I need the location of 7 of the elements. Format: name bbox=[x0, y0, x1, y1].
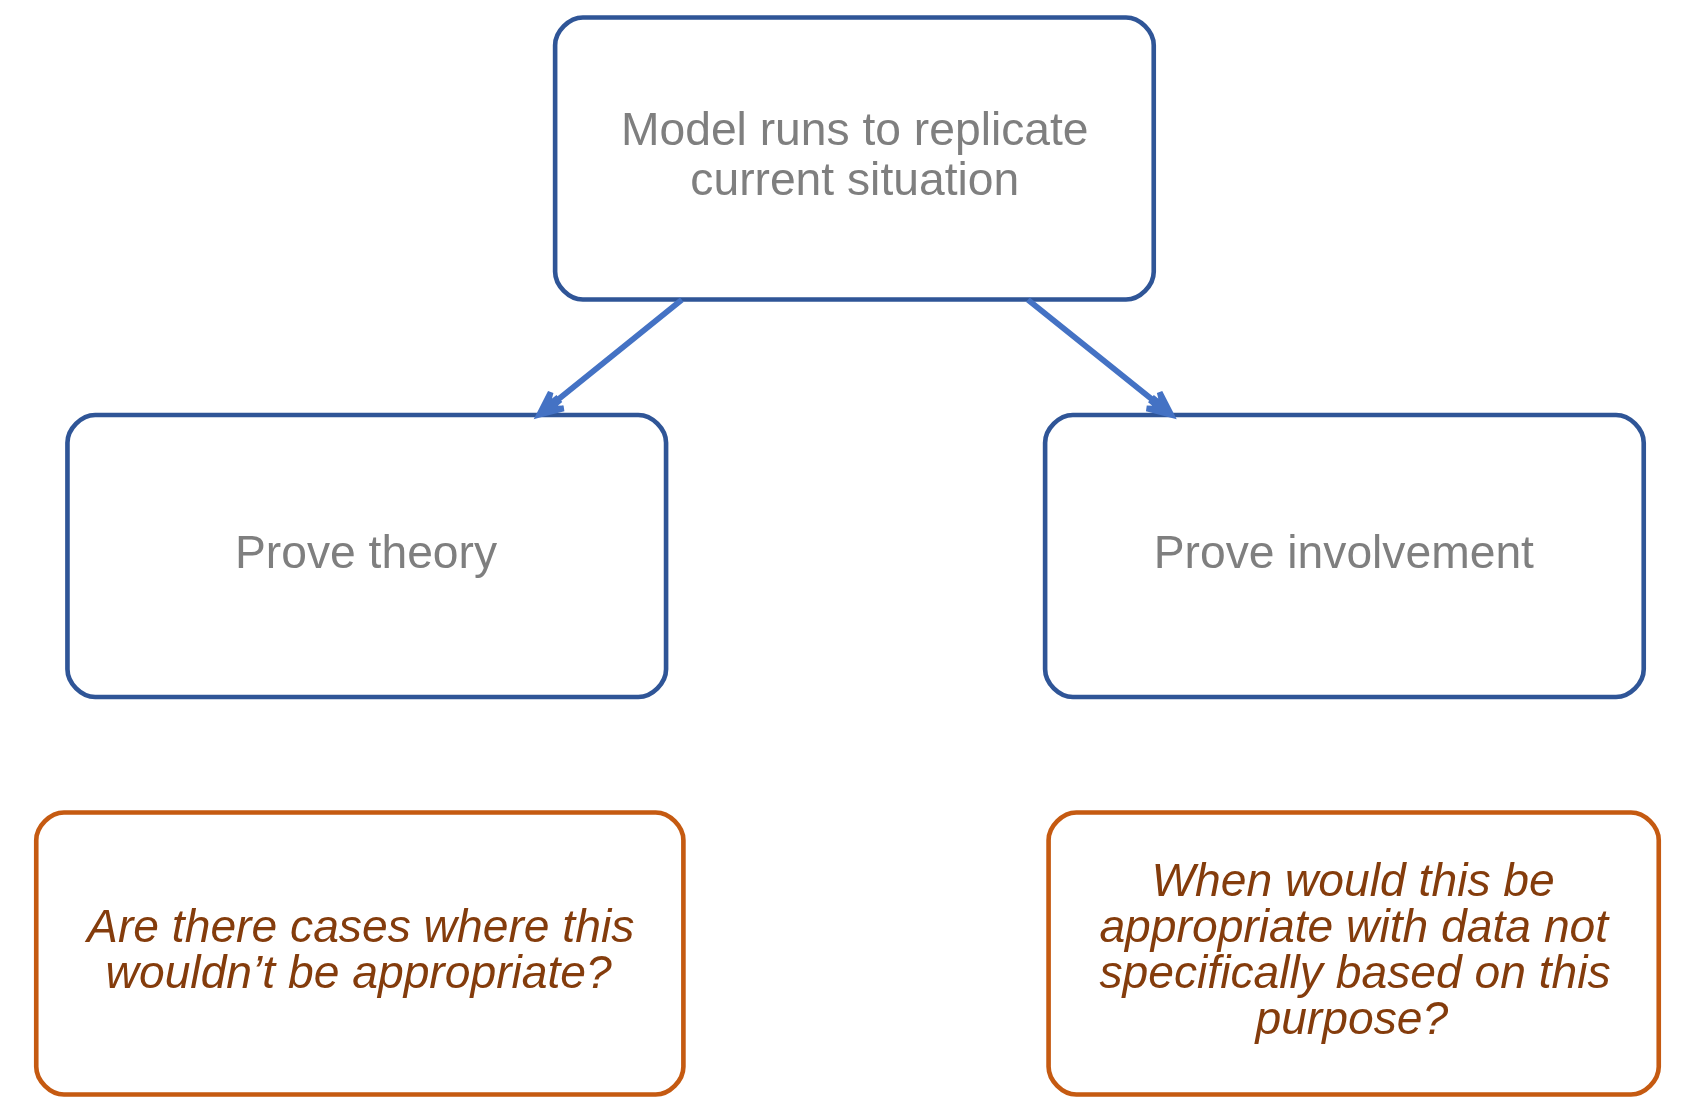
node-box: Model runs to replicate current situation bbox=[552, 15, 1157, 302]
node-box: Prove theory bbox=[65, 412, 669, 700]
arrow bbox=[536, 297, 684, 418]
arrow bbox=[1026, 297, 1175, 418]
node-box: Prove involvement bbox=[1042, 412, 1647, 700]
node-box: When would this be appropriate with data not specifically based on this purpose? bbox=[1046, 810, 1662, 1097]
node-box: Are there cases where this wouldn’t be appropriate? bbox=[33, 810, 686, 1097]
